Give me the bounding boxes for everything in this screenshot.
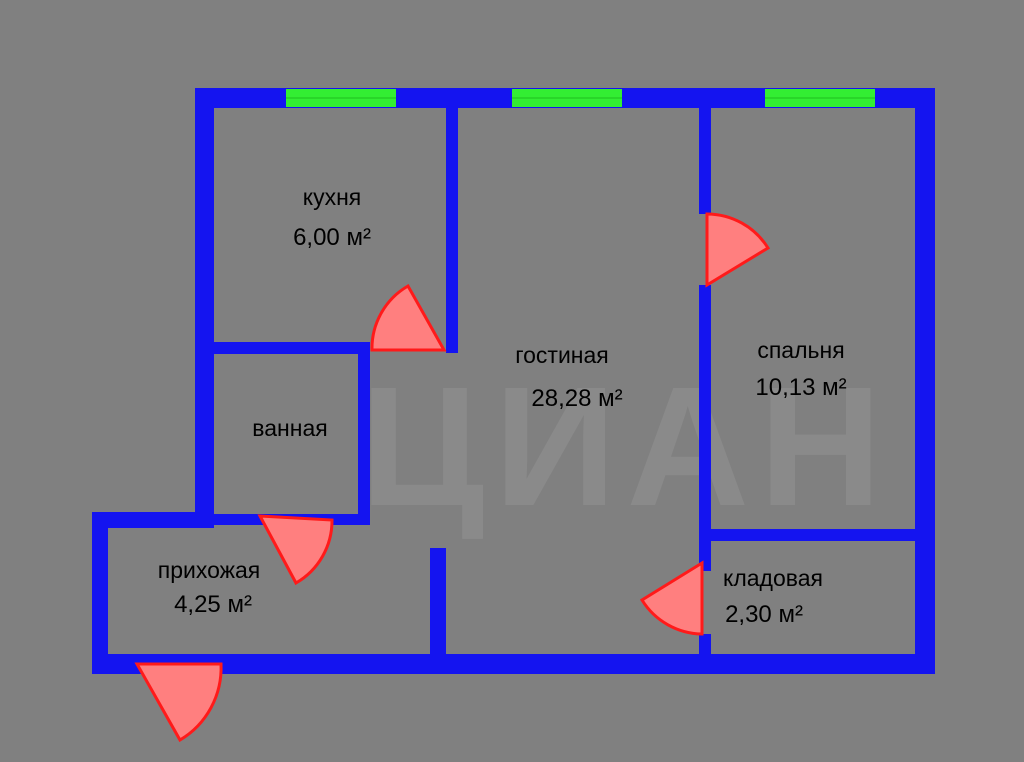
wall-kitchen-living (446, 108, 458, 353)
walls (92, 88, 935, 674)
room-labels: кухня 6,00 м² гостиная 28,28 м² спальня … (158, 184, 847, 628)
wall-hallway-top (92, 512, 214, 528)
bedroom-name: спальня (757, 337, 844, 363)
wall-bedroom-lower (699, 285, 711, 571)
wall-right (915, 88, 935, 674)
storage-door (639, 560, 704, 636)
hallway-area: 4,25 м² (174, 591, 252, 618)
watermark: ЦИАН (360, 352, 892, 542)
doors (134, 212, 771, 743)
bedroom-door (705, 212, 771, 288)
bathroom-name: ванная (252, 415, 327, 441)
wall-bath-right (358, 342, 370, 525)
windows (286, 89, 875, 107)
living-window (512, 89, 622, 107)
wall-bedroom-storage (711, 529, 915, 541)
kitchen-door (370, 283, 447, 352)
living-name: гостиная (515, 342, 609, 368)
bedroom-area: 10,13 м² (755, 374, 846, 401)
bathroom-door (257, 514, 334, 586)
wall-hallway-left (92, 512, 108, 674)
wall-storage-left (699, 634, 711, 658)
storage-name: кладовая (723, 565, 823, 591)
wall-bedroom-upper (699, 108, 711, 214)
hallway-name: прихожая (158, 557, 261, 583)
wall-kitchen-bath (214, 342, 370, 354)
wall-left-upper (195, 88, 214, 525)
storage-area: 2,30 м² (725, 601, 803, 628)
kitchen-name: кухня (303, 184, 361, 210)
kitchen-area: 6,00 м² (293, 224, 371, 251)
living-area: 28,28 м² (531, 385, 622, 412)
kitchen-window (286, 89, 396, 107)
bedroom-window (765, 89, 875, 107)
wall-bottom (92, 654, 935, 674)
wall-hallway-living (430, 548, 446, 658)
entrance-door (134, 662, 223, 743)
